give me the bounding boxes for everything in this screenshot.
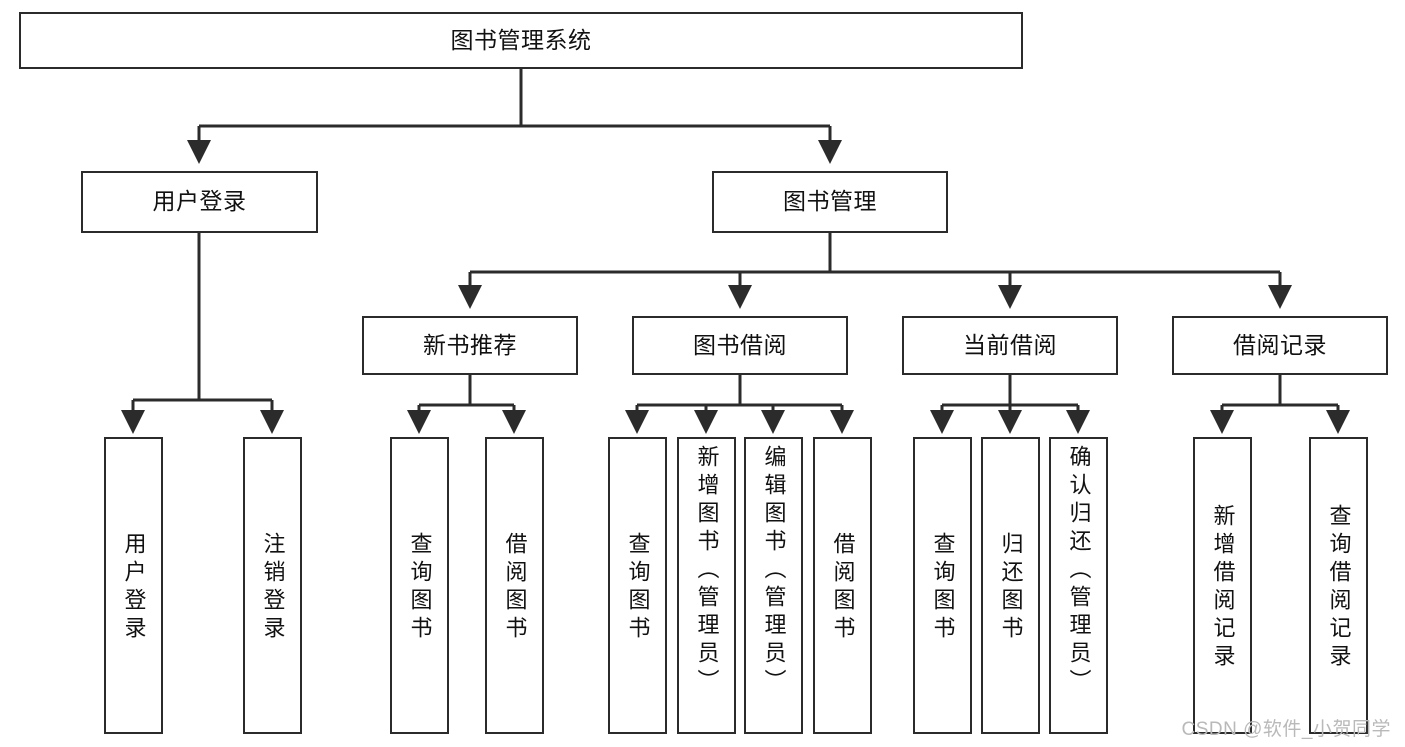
leaf-query-book-current[interactable]: 查询图书 [913, 437, 972, 734]
node-current-borrow[interactable]: 当前借阅 [902, 316, 1118, 375]
node-label: 查询借阅记录 [1326, 503, 1352, 672]
leaf-query-borrow-record[interactable]: 查询借阅记录 [1309, 437, 1368, 734]
node-label: 编辑图书（管理员） [761, 445, 787, 697]
node-book-management[interactable]: 图书管理 [712, 171, 948, 233]
leaf-confirm-return-admin[interactable]: 确认归还（管理员） [1049, 437, 1108, 734]
leaf-return-book[interactable]: 归还图书 [981, 437, 1040, 734]
leaf-logout[interactable]: 注销登录 [243, 437, 302, 734]
node-label: 查询图书 [625, 531, 651, 644]
node-label: 用户登录 [121, 531, 147, 644]
leaf-query-book-recommend[interactable]: 查询图书 [390, 437, 449, 734]
leaf-user-login[interactable]: 用户登录 [104, 437, 163, 734]
node-label: 确认归还（管理员） [1066, 445, 1092, 697]
node-label: 借阅图书 [502, 531, 528, 644]
node-label: 归还图书 [998, 531, 1024, 644]
node-label: 图书管理系统 [450, 26, 592, 53]
leaf-borrow-book[interactable]: 借阅图书 [813, 437, 872, 734]
leaf-edit-book-admin[interactable]: 编辑图书（管理员） [744, 437, 803, 734]
leaf-add-book-admin[interactable]: 新增图书（管理员） [677, 437, 736, 734]
node-user-login[interactable]: 用户登录 [81, 171, 318, 233]
node-label: 借阅记录 [1233, 331, 1327, 358]
node-label: 用户登录 [152, 188, 247, 215]
node-label: 图书借阅 [693, 331, 787, 358]
node-new-book-recommend[interactable]: 新书推荐 [362, 316, 578, 375]
node-label: 图书管理 [783, 188, 877, 215]
node-book-borrow[interactable]: 图书借阅 [632, 316, 848, 375]
leaf-add-borrow-record[interactable]: 新增借阅记录 [1193, 437, 1252, 734]
watermark-csdn: CSDN @软件_小贺同学 [1181, 719, 1391, 740]
node-label: 查询图书 [930, 531, 956, 644]
leaf-borrow-book-recommend[interactable]: 借阅图书 [485, 437, 544, 734]
node-label: 注销登录 [260, 531, 286, 644]
node-label: 查询图书 [407, 531, 433, 644]
node-label: 新增借阅记录 [1210, 503, 1236, 672]
node-label: 当前借阅 [963, 331, 1057, 358]
leaf-query-book-borrow[interactable]: 查询图书 [608, 437, 667, 734]
node-label: 借阅图书 [830, 531, 856, 644]
node-root-book-management-system[interactable]: 图书管理系统 [19, 12, 1023, 69]
node-borrow-record[interactable]: 借阅记录 [1172, 316, 1388, 375]
node-label: 新书推荐 [423, 331, 517, 358]
node-label: 新增图书（管理员） [694, 445, 720, 697]
